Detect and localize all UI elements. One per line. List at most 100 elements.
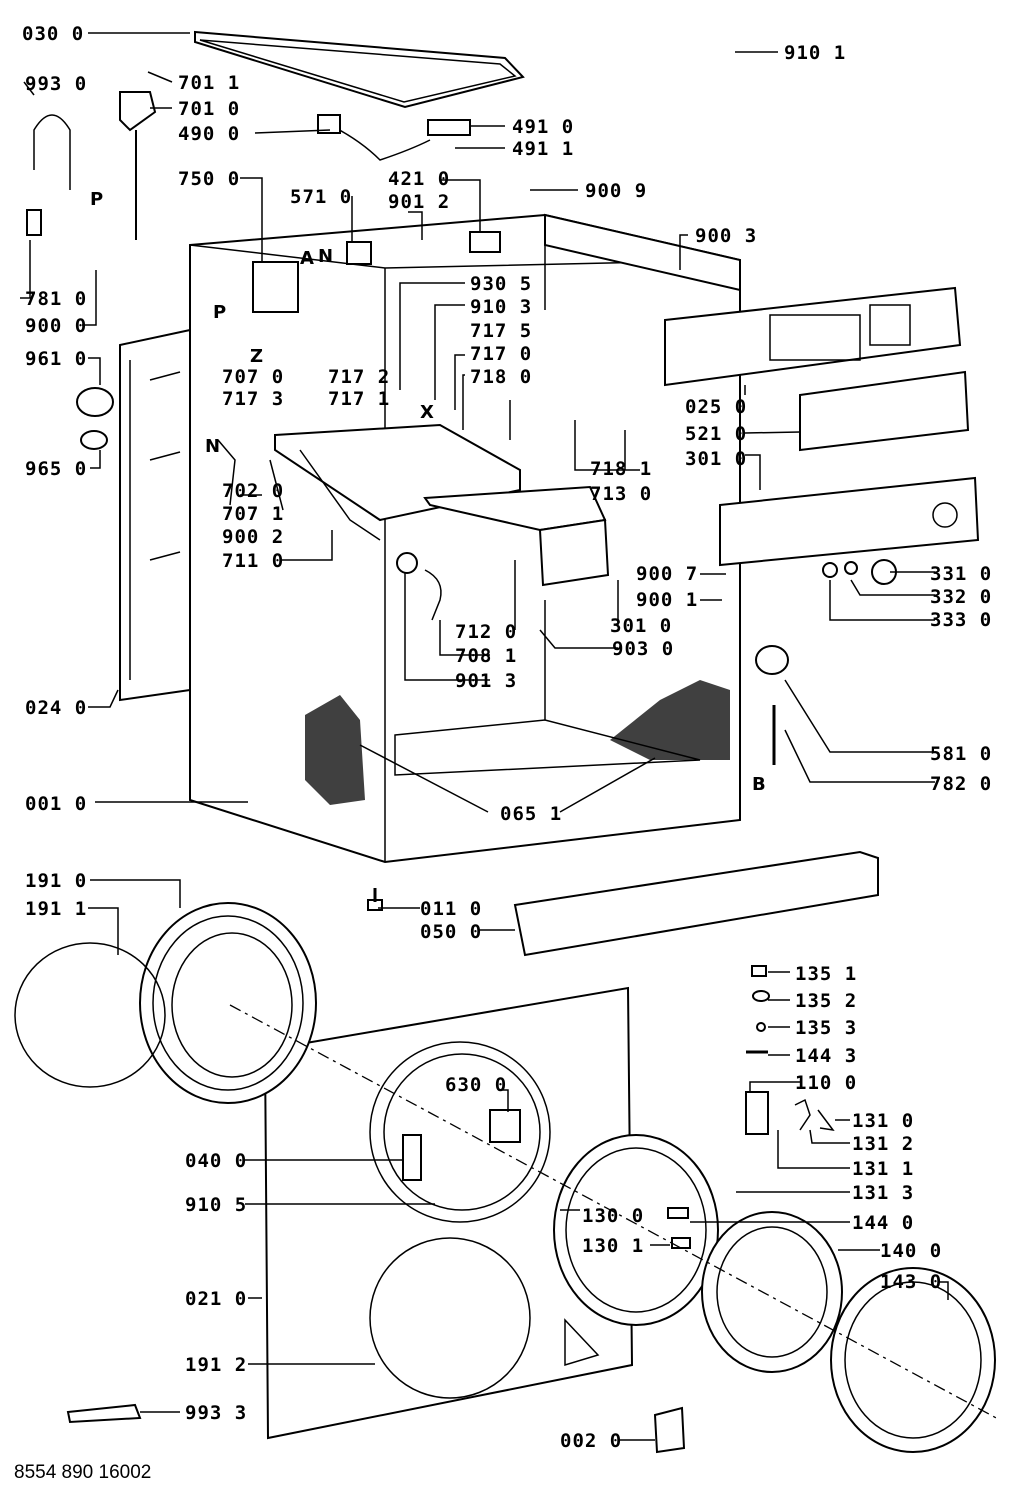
marker-B: B [752, 774, 766, 795]
insulation-mat-left [305, 695, 365, 805]
top-cover-030-0 [194, 30, 525, 109]
side-panel-024-0 [119, 328, 191, 702]
label-708-1: 708 1 [455, 645, 517, 667]
mains-cable-490-0 [317, 114, 431, 161]
document-reference-number: 8554 890 16002 [14, 1462, 152, 1483]
label-750-0: 750 0 [178, 168, 240, 190]
filter-491-0 [427, 119, 471, 136]
label-011-0: 011 0 [420, 898, 482, 920]
label-581-0: 581 0 [930, 743, 992, 765]
door-hinge-630-0 [489, 1109, 521, 1143]
label-130-0: 130 0 [582, 1205, 644, 1227]
pressure-switch-581-0 [755, 645, 789, 765]
label-130-1: 130 1 [582, 1235, 644, 1257]
door-outer-ring-143-0 [830, 1267, 996, 1453]
label-712-0: 712 0 [455, 621, 517, 643]
label-717-5: 717 5 [470, 320, 532, 342]
label-131-0: 131 0 [852, 1110, 914, 1132]
label-900-9: 900 9 [585, 180, 647, 202]
water-inlet-701-0 [119, 91, 157, 240]
control-panel-025-0 [664, 286, 962, 387]
label-781-0: 781 0 [25, 288, 87, 310]
front-panel-021-0 [263, 986, 634, 1440]
label-707-0: 707 0 [222, 366, 284, 388]
kickboard-050-0 [513, 850, 879, 957]
marker-P-left: P [90, 189, 103, 210]
drain-pump-961-0 [76, 387, 114, 417]
leader-lines [20, 32, 949, 1441]
label-332-0: 332 0 [930, 586, 992, 608]
label-131-2: 131 2 [852, 1133, 914, 1155]
foot-011-0 [367, 888, 383, 911]
label-143-0: 143 0 [880, 1271, 942, 1293]
label-040-0: 040 0 [185, 1150, 247, 1172]
label-910-5: 910 5 [185, 1194, 247, 1216]
label-024-0: 024 0 [25, 697, 87, 719]
label-131-1: 131 1 [852, 1158, 914, 1180]
label-993-3: 993 3 [185, 1402, 247, 1424]
centre-lines [229, 1004, 1001, 1421]
label-301-0-top: 301 0 [685, 448, 747, 470]
label-993-0: 993 0 [25, 73, 87, 95]
hose-993-0 [26, 114, 71, 236]
label-490-0: 490 0 [178, 123, 240, 145]
marker-P-pump: P [213, 302, 226, 323]
label-718-0: 718 0 [470, 366, 532, 388]
label-021-0: 021 0 [185, 1288, 247, 1310]
label-191-2: 191 2 [185, 1354, 247, 1376]
label-065-1: 065 1 [500, 803, 562, 825]
label-900-0: 900 0 [25, 315, 87, 337]
callout-labels: 030 0 910 1 993 0 701 1 701 0 490 0 491 … [22, 23, 992, 1452]
label-135-2: 135 2 [795, 990, 857, 1012]
label-571-0: 571 0 [290, 186, 352, 208]
fascia-panel-301-0 [719, 476, 980, 567]
label-707-1: 707 1 [222, 503, 284, 525]
label-191-0: 191 0 [25, 870, 87, 892]
marker-N-top: N [318, 246, 333, 267]
capacitor-421-0 [469, 231, 501, 253]
label-030-0: 030 0 [22, 23, 84, 45]
dispenser-drawer-712-0 [423, 485, 610, 587]
label-717-3: 717 3 [222, 388, 284, 410]
label-910-3: 910 3 [470, 296, 532, 318]
label-965-0: 965 0 [25, 458, 87, 480]
insulation-mat-right [610, 680, 730, 760]
plate-002-0 [653, 1406, 686, 1454]
label-930-5: 930 5 [470, 273, 532, 295]
hinge-pieces-131 [794, 1098, 835, 1132]
hinges-130 [667, 1207, 691, 1249]
hose-708-1 [396, 552, 442, 621]
label-900-2: 900 2 [222, 526, 284, 548]
label-900-1: 900 1 [636, 589, 698, 611]
clamp-ring-191-1 [14, 942, 166, 1088]
label-521-0: 521 0 [685, 423, 747, 445]
label-135-3: 135 3 [795, 1017, 857, 1039]
label-717-2: 717 2 [328, 366, 390, 388]
marker-A: A [300, 248, 314, 269]
label-491-0: 491 0 [512, 116, 574, 138]
tool-993-3 [66, 1403, 142, 1424]
label-711-0: 711 0 [222, 550, 284, 572]
clamp-ring-191-2 [369, 1237, 531, 1399]
label-901-3: 901 3 [455, 670, 517, 692]
label-491-1: 491 1 [512, 138, 574, 160]
label-900-3: 900 3 [695, 225, 757, 247]
label-901-2: 901 2 [388, 191, 450, 213]
marker-Z: Z [250, 346, 263, 367]
label-900-7: 900 7 [636, 563, 698, 585]
label-144-0: 144 0 [852, 1212, 914, 1234]
label-140-0: 140 0 [880, 1240, 942, 1262]
label-025-0: 025 0 [685, 396, 747, 418]
handle-110-0 [745, 1091, 769, 1135]
door-glass-140-0 [701, 1211, 843, 1373]
door-frame-130-0 [553, 1134, 719, 1326]
label-050-0: 050 0 [420, 921, 482, 943]
label-961-0: 961 0 [25, 348, 87, 370]
label-717-1: 717 1 [328, 388, 390, 410]
label-135-1: 135 1 [795, 963, 857, 985]
label-144-3: 144 3 [795, 1045, 857, 1067]
label-782-0: 782 0 [930, 773, 992, 795]
label-421-0: 421 0 [388, 168, 450, 190]
label-002-0: 002 0 [560, 1430, 622, 1452]
